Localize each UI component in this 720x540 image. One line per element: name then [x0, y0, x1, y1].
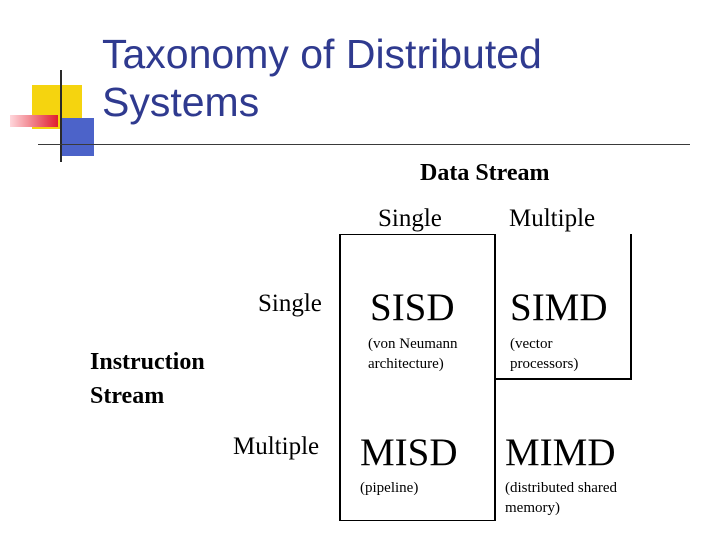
row-axis-label-text: Instruction Stream [90, 349, 205, 409]
cell-misd-code: MISD [360, 431, 458, 474]
taxonomy-grid [339, 234, 632, 521]
column-axis-label: Data Stream [420, 160, 550, 186]
cell-simd-note: (vector processors) [510, 336, 579, 372]
cell-mimd-code: MIMD [505, 431, 616, 474]
row-header-single: Single [258, 290, 322, 317]
row-header-multiple: Multiple [233, 433, 320, 460]
decorative-red-bar [10, 115, 58, 127]
cell-misd-note: (pipeline) [360, 480, 419, 496]
grid-line [339, 234, 341, 521]
grid-line [494, 234, 496, 521]
title-divider-line [38, 144, 690, 145]
decorative-blue-square [62, 118, 94, 156]
cell-sisd-note: (von Neumann architecture) [368, 336, 458, 372]
cell-mimd-note: (distributed shared memory) [505, 480, 618, 516]
decorative-vertical-line [60, 70, 62, 162]
grid-line [339, 520, 494, 521]
slide-title: Taxonomy of Distributed Systems [102, 31, 542, 125]
row-axis-label: Instruction Stream [90, 345, 240, 413]
cell-sisd-code: SISD [370, 286, 455, 329]
column-header-multiple: Multiple [509, 205, 596, 232]
grid-line [494, 378, 632, 380]
grid-line [630, 234, 632, 380]
column-header-single: Single [378, 205, 442, 232]
grid-line [339, 234, 494, 235]
cell-simd-code: SIMD [510, 286, 608, 329]
